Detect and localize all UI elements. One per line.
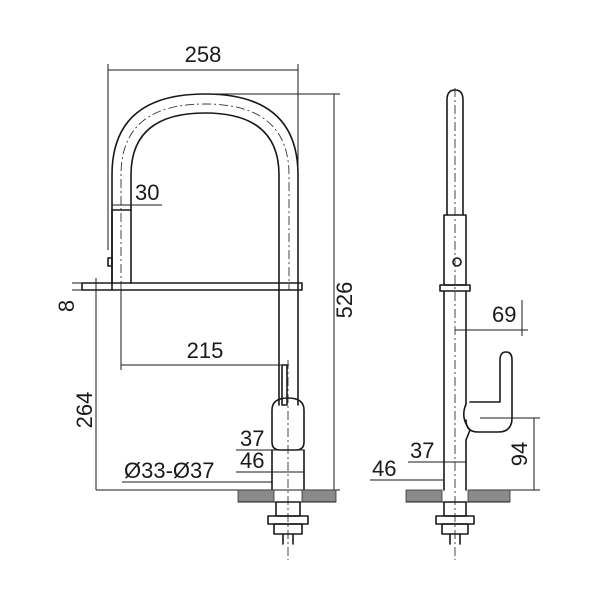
side-base-width-label: 46 [372,456,396,481]
front-view: 258 526 30 [54,42,357,560]
lever-width-label: 37 [240,426,264,451]
hole-diameter-label: Ø33-Ø37 [124,458,215,483]
hole-diameter-dimension: Ø33-Ø37 [122,458,272,483]
side-body-width-dimension: 37 [408,438,466,463]
overall-height-label: 526 [332,282,357,319]
side-lever [462,351,513,441]
countertop-side [405,489,511,503]
base-width-label: 46 [240,448,264,473]
side-body-width-label: 37 [410,438,434,463]
side-body [443,290,467,491]
overall-width-dimension: 258 [107,42,299,285]
overall-width-label: 258 [185,42,222,67]
side-view: 69 94 37 46 [370,88,540,560]
side-lever-reach-dimension: 69 [455,300,528,336]
spout-arch-outer [111,93,299,291]
front-body [271,289,305,560]
countertop-front [237,489,337,503]
spray-head [107,209,132,284]
deck-thickness-label: 8 [54,300,79,312]
side-base-width-dimension: 46 [370,456,444,481]
overall-height-dimension: 526 [205,93,357,491]
base-width-dimension: 46 [236,448,304,473]
side-deck-plate [439,284,471,292]
mounting-shank-front [267,501,309,545]
deck-plate: 8 [54,278,303,490]
reach-label: 215 [187,338,224,363]
lever-width-dimension: 37 [236,426,304,451]
hose-diameter-dimension: 30 [112,180,162,206]
side-lever-height-dimension: 94 [470,417,540,491]
hose-diameter-label: 30 [135,180,159,205]
deck-height-label: 264 [72,392,97,429]
side-lever-height-label: 94 [507,442,532,466]
mounting-shank-side [435,501,475,545]
side-lever-reach-label: 69 [492,302,516,327]
spout-arch-inner [130,112,280,291]
reach-dimension: 215 [120,290,289,370]
side-spout [443,88,467,560]
